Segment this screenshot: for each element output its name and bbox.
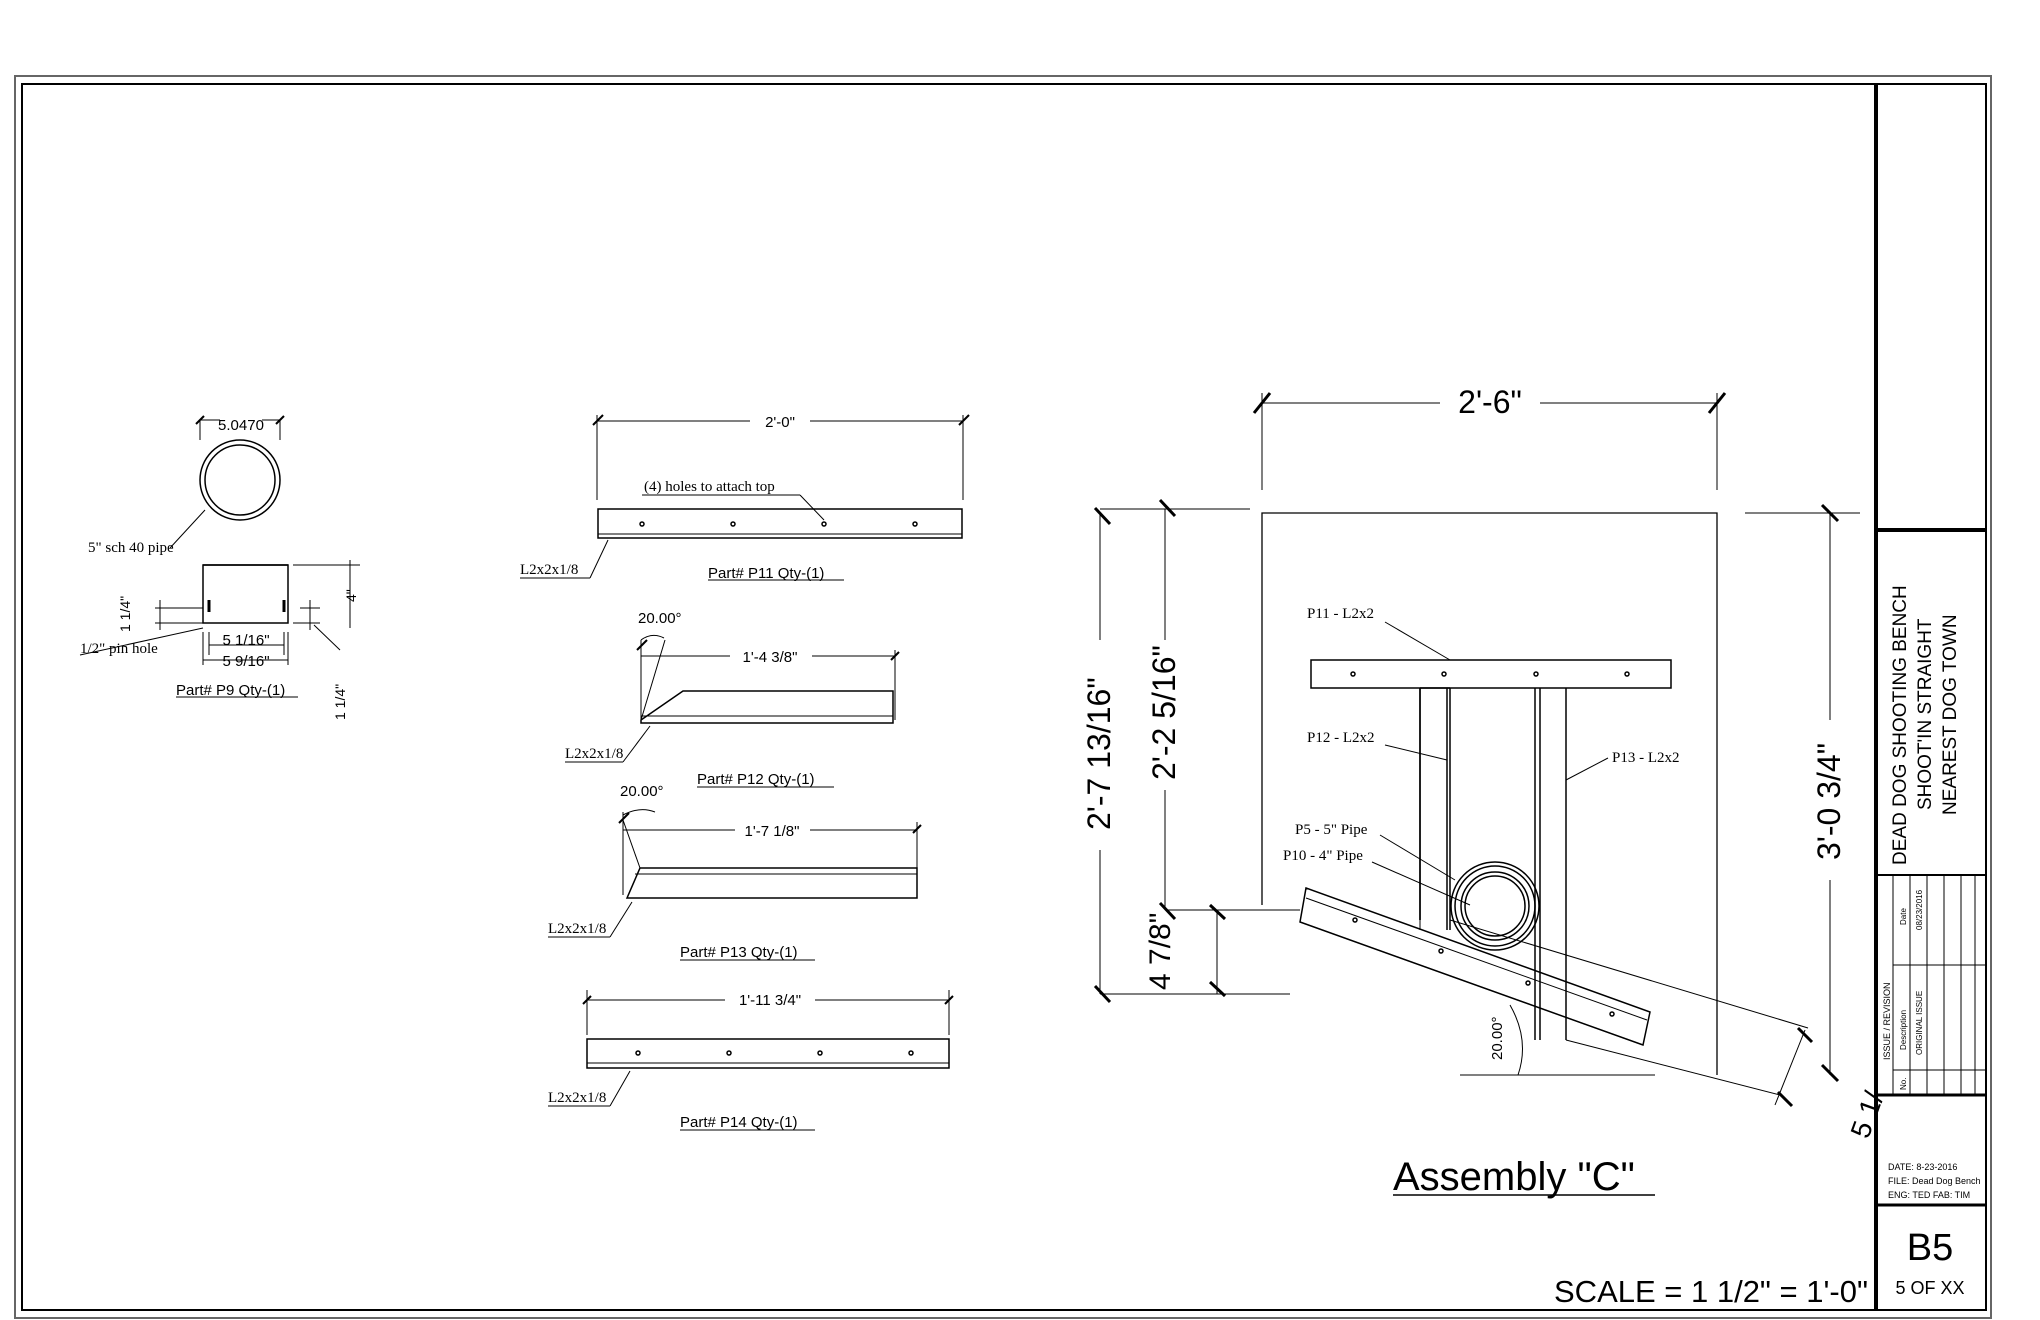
- assembly-label-p11: P11 - L2x2: [1307, 606, 1374, 622]
- assembly-p11-bar: [1310, 659, 1672, 689]
- p14-hole: [908, 1050, 914, 1056]
- p9-dim-left: 1 1/4": [117, 596, 133, 632]
- p11-hole: [912, 521, 918, 527]
- p11-hole: [730, 521, 736, 527]
- p12-material: L2x2x1/8: [565, 746, 623, 762]
- project-line-1: DEAD DOG SHOOTING BENCH: [1890, 585, 1911, 865]
- sheet-id: B5: [1907, 1227, 1953, 1269]
- revision-date-label: Date: [1899, 908, 1908, 925]
- revision-desc: ORIGINAL ISSUE: [1915, 991, 1924, 1055]
- p9-dim-height: 4": [343, 589, 359, 602]
- p13-length: 1'-7 1/8": [745, 823, 800, 840]
- p9-pipe-outer: [199, 439, 281, 521]
- title-block: [1874, 84, 1986, 1310]
- assembly-p5-pipe-inner: [1454, 865, 1536, 947]
- assembly-p5-pipe: [1450, 861, 1540, 951]
- p14-material: L2x2x1/8: [548, 1090, 606, 1106]
- assembly-label-p10: P10 - 4" Pipe: [1283, 848, 1363, 864]
- p13-angle: 20.00°: [620, 783, 664, 800]
- inner-border: [21, 83, 1987, 1311]
- p12-caption: Part# P12 Qty-(1): [697, 771, 815, 788]
- p11-length: 2'-0": [765, 414, 795, 431]
- part-p13-drawing: [548, 809, 922, 961]
- assembly-height-inner: 2'-2 5/16": [1146, 645, 1182, 780]
- p9-pipe-label: 5" sch 40 pipe: [88, 540, 174, 556]
- p11-hole: [821, 521, 827, 527]
- revision-no-label: No.: [1899, 1078, 1908, 1090]
- assembly-label-p13: P13 - L2x2: [1612, 750, 1680, 766]
- p11-holes-note: (4) holes to attach top: [644, 479, 775, 495]
- sheet-count: 5 OF XX: [1895, 1278, 1964, 1298]
- part-p14-drawing: [548, 990, 954, 1131]
- p13-material: L2x2x1/8: [548, 921, 606, 937]
- outer-border: [14, 75, 1992, 1319]
- revision-desc-label: Description: [1899, 1010, 1908, 1050]
- assembly-p13-leg: [1534, 688, 1567, 1040]
- assembly-height-total: 2'-7 13/16": [1081, 677, 1117, 830]
- assembly-title: Assembly "C": [1393, 1155, 1635, 1199]
- p14-angle-bar: [586, 1038, 950, 1069]
- p14-hole: [817, 1050, 823, 1056]
- assembly-label-p12: P12 - L2x2: [1307, 730, 1375, 746]
- part-p11-drawing: [520, 414, 970, 581]
- p9-dim-right: 1 1/4": [332, 684, 348, 720]
- part-p9-drawing: [79, 415, 360, 698]
- p13-angle-bar: [625, 867, 918, 899]
- assembly-height-low: 4 7/8": [1144, 913, 1177, 990]
- assembly-p14-base: [1299, 886, 1651, 1046]
- p11-caption: Part# P11 Qty-(1): [708, 565, 824, 582]
- assembly-panel: [1261, 512, 1718, 1075]
- p12-length: 1'-4 3/8": [743, 649, 798, 666]
- p11-angle-bar: [597, 508, 963, 539]
- p9-pipe-inner: [204, 444, 276, 516]
- p9-diameter: 5.0470: [218, 417, 264, 434]
- assembly-width: 2'-6": [1458, 384, 1522, 420]
- date-line: DATE: 8-23-2016: [1888, 1162, 1957, 1172]
- assembly-p10-pipe: [1460, 871, 1530, 941]
- p9-pipe-side: [202, 564, 289, 624]
- p14-length: 1'-11 3/4": [739, 992, 801, 1009]
- p14-caption: Part# P14 Qty-(1): [680, 1114, 798, 1131]
- project-line-2: SHOOT'IN STRAIGHT: [1915, 618, 1936, 810]
- p12-angle-bar: [640, 690, 894, 724]
- p11-material: L2x2x1/8: [520, 562, 578, 578]
- assembly-height-right: 3'-0 3/4": [1811, 743, 1847, 860]
- p14-hole: [635, 1050, 641, 1056]
- p12-angle: 20.00°: [638, 610, 682, 627]
- p13-caption: Part# P13 Qty-(1): [680, 944, 798, 961]
- assembly-label-p5: P5 - 5" Pipe: [1295, 822, 1368, 838]
- scale-text: SCALE = 1 1/2" = 1'-0": [1554, 1274, 1868, 1309]
- eng-line: ENG: TED FAB: TIM: [1888, 1190, 1970, 1200]
- assembly-c-drawing: [1093, 392, 1860, 1196]
- p9-caption: Part# P9 Qty-(1): [176, 682, 285, 699]
- revision-date: 08/23/2016: [1915, 889, 1924, 930]
- project-line-3: NEAREST DOG TOWN: [1940, 614, 1961, 815]
- file-line: FILE: Dead Dog Bench: [1888, 1176, 1981, 1186]
- p14-hole: [726, 1050, 732, 1056]
- part-p12-drawing: [565, 634, 900, 788]
- assembly-angle: 20.00°: [1489, 1016, 1506, 1060]
- p11-hole: [639, 521, 645, 527]
- revision-header: ISSUE / REVISION: [1882, 982, 1892, 1060]
- p9-pin-hole: 1/2" pin hole: [80, 641, 158, 657]
- p9-dim-b: 5 9/16": [222, 653, 269, 670]
- assembly-p12-leg: [1419, 687, 1451, 930]
- p9-dim-a: 5 1/16": [222, 632, 269, 649]
